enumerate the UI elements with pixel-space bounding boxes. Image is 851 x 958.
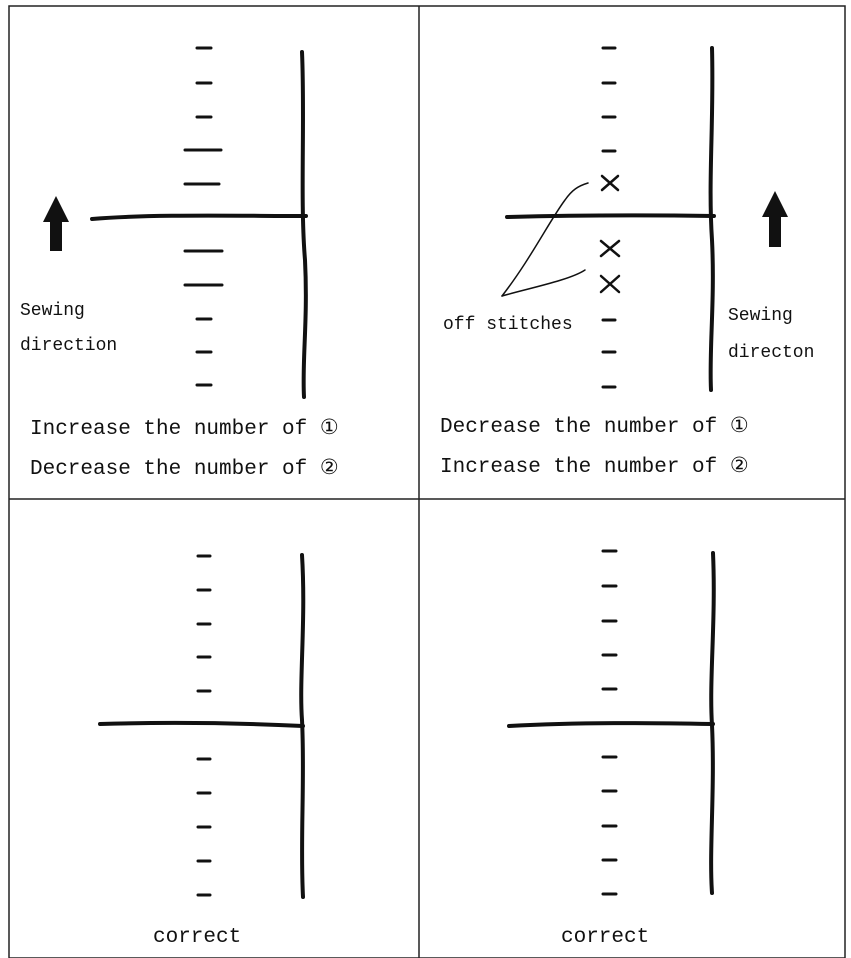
annotation-leader-lines	[501, 182, 589, 297]
x-mark-icon	[599, 274, 621, 294]
stitch-column	[196, 554, 212, 897]
fabric-edge-line	[708, 46, 715, 392]
sewing-direction-label-line1: Sewing	[20, 301, 85, 321]
sewing-direction-label-line2: direction	[20, 336, 117, 356]
fabric-edge-line	[300, 50, 308, 399]
seam-line	[98, 720, 305, 728]
stitch-column	[601, 46, 617, 389]
sewing-direction-label-line1: Sewing	[728, 306, 793, 326]
panel-grid	[8, 5, 846, 958]
stitch-column	[601, 549, 618, 896]
up-arrow-icon	[762, 191, 788, 247]
off-stitches-label: off stitches	[443, 315, 573, 335]
x-mark-icon	[600, 174, 620, 192]
fabric-edge-line	[299, 553, 306, 899]
svg-text:Sewing directon: Sewing directon	[728, 306, 814, 363]
caption-line-1: Increase the number of ①	[30, 418, 339, 441]
stitch-column	[183, 46, 224, 387]
panel-bottom-right: correct	[507, 549, 716, 949]
panel-top-left: Sewing direction Increase the number of …	[20, 46, 339, 481]
caption-correct: correct	[561, 926, 649, 949]
x-mark-icon	[599, 239, 621, 258]
caption-correct: correct	[153, 926, 241, 949]
caption-line-1: Decrease the number of ①	[440, 416, 749, 439]
caption-line-2: Increase the number of ②	[440, 456, 749, 479]
up-arrow-icon	[43, 196, 69, 251]
outer-border	[8, 5, 846, 958]
caption-line-2: Decrease the number of ②	[30, 458, 339, 481]
seam-line	[505, 213, 716, 219]
seam-line	[507, 721, 715, 728]
sewing-direction-label-line2: directon	[728, 343, 814, 363]
seam-line	[90, 213, 308, 221]
panel-top-right: off stitches Sewing directon Decrease th…	[440, 46, 814, 479]
svg-text:Sewing direction: Sewing direction	[20, 301, 117, 356]
panel-bottom-left: correct	[98, 553, 306, 949]
